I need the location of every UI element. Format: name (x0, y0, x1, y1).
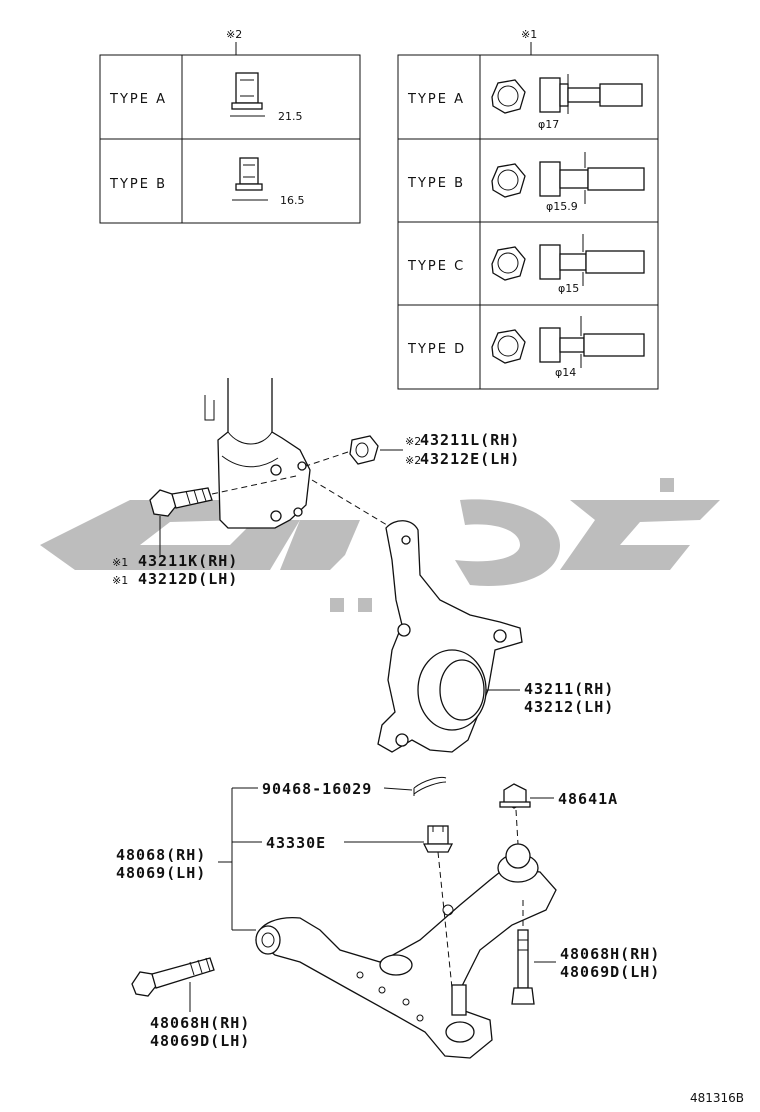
figure-id: 481316B (690, 1091, 744, 1105)
table-2-row-a-type: TYPE A (109, 92, 167, 107)
label-48069: 48069(LH) (116, 864, 206, 882)
cotter-pin-icon (413, 777, 447, 796)
castle-nut-icon (422, 825, 454, 853)
label-48068: 48068(RH) (116, 846, 206, 864)
table-1-row-c-dim: φ15 (558, 282, 579, 295)
vertical-bolt-icon (511, 929, 535, 1005)
label-48068h-left: 48068H(RH) (150, 1014, 250, 1032)
lower-control-arm (255, 843, 557, 1059)
watermark-logo (40, 478, 720, 612)
steering-knuckle (377, 520, 523, 753)
strut-nut (349, 435, 379, 465)
bolt-b-icon (491, 152, 645, 204)
nut-mark-rh: ※2 (405, 435, 421, 448)
table-2-row-b-dim: 16.5 (280, 194, 305, 207)
table-1-row-d-dim: φ14 (555, 366, 576, 379)
table-1-row-a-dim: φ17 (538, 118, 559, 131)
bolt-a-icon (491, 74, 643, 114)
label-43211: 43211(RH) (524, 680, 614, 698)
label-43211k: 43211K(RH) (138, 552, 238, 570)
label-43212e: 43212E(LH) (420, 450, 520, 468)
nut-type-table: ※2 TYPE A TYPE B 21.5 16.5 (99, 28, 361, 224)
label-43211l: 43211L(RH) (420, 431, 520, 449)
label-43212d: 43212D(LH) (138, 570, 238, 588)
table-2-row-b-type: TYPE B (109, 177, 167, 192)
label-48641a: 48641A (558, 790, 618, 808)
table-2-header: ※2 (226, 28, 242, 41)
bolt-c-icon (491, 234, 645, 286)
label-43212: 43212(LH) (524, 698, 614, 716)
table-1-header: ※1 (521, 28, 537, 41)
table-1-row-b-dim: φ15.9 (546, 200, 578, 213)
table-2-row-a-dim: 21.5 (278, 110, 303, 123)
flange-nut-icon (499, 783, 531, 809)
table-1-row-d-type: TYPE D (407, 342, 466, 357)
table-1-row-b-type: TYPE B (407, 176, 465, 191)
flange-nut-b-icon (232, 157, 268, 201)
bolt-type-table: ※1 TYPE A TYPE B TYPE C TYPE D φ17 (397, 28, 659, 390)
bolt-d-icon (491, 316, 645, 368)
strut-bracket (204, 378, 311, 529)
flange-nut-a-icon (230, 72, 265, 117)
table-1-row-c-type: TYPE C (407, 259, 465, 274)
label-43330e: 43330E (266, 834, 326, 852)
table-1-row-a-type: TYPE A (407, 92, 465, 107)
label-48068h-right: 48068H(RH) (560, 945, 660, 963)
label-48069d-left: 48069D(LH) (150, 1032, 250, 1050)
bolt-mark-lh: ※1 (112, 574, 128, 587)
arm-leader-bracket (218, 787, 262, 931)
front-bolt-icon (131, 957, 215, 997)
label-48069d-right: 48069D(LH) (560, 963, 660, 981)
nut-mark-lh: ※2 (405, 454, 421, 467)
strut-bolt (149, 487, 213, 517)
bolt-mark-rh: ※1 (112, 556, 128, 569)
label-cotter-pin: 90468-16029 (262, 780, 372, 798)
